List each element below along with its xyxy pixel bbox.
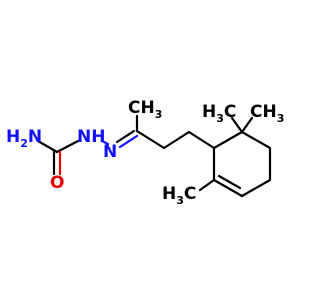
bond-ch2a-ch2b [162,130,191,150]
bond-ring-methyl [198,178,216,192]
ring-methyl-label: H3C [162,184,196,207]
nh2-label: H2N [6,127,42,150]
bond-n-c-1 [118,134,139,149]
chemical-structure: H2N NH N O CH3 H3C CH3 H3C [6,98,284,207]
imine-n-label: N [103,142,117,162]
bond-c-nh [55,139,80,154]
bond-nh-n [100,139,110,146]
gem-methyl-right-label: CH3 [250,102,284,125]
bond-c-nh2 [36,139,59,154]
bond-ch2b-ring [187,130,216,150]
bond-gem-right [240,116,254,134]
carbonyl-o-label: O [50,173,64,193]
bond-c-ch2a [135,129,166,150]
bond-ring-4-5 [240,178,272,198]
bond-gem-left [230,116,244,134]
bond-ring-5-6-inner [217,174,242,190]
nh-label: NH [77,127,105,147]
bond-ring-1-2 [212,130,244,150]
bond-ring-5-6 [212,178,244,198]
methyl-ketone-label: CH3 [128,98,162,121]
gem-methyl-left-label: H3C [202,102,236,125]
bond-ring-2-3 [240,130,272,150]
bond-n-c-2 [115,129,136,144]
